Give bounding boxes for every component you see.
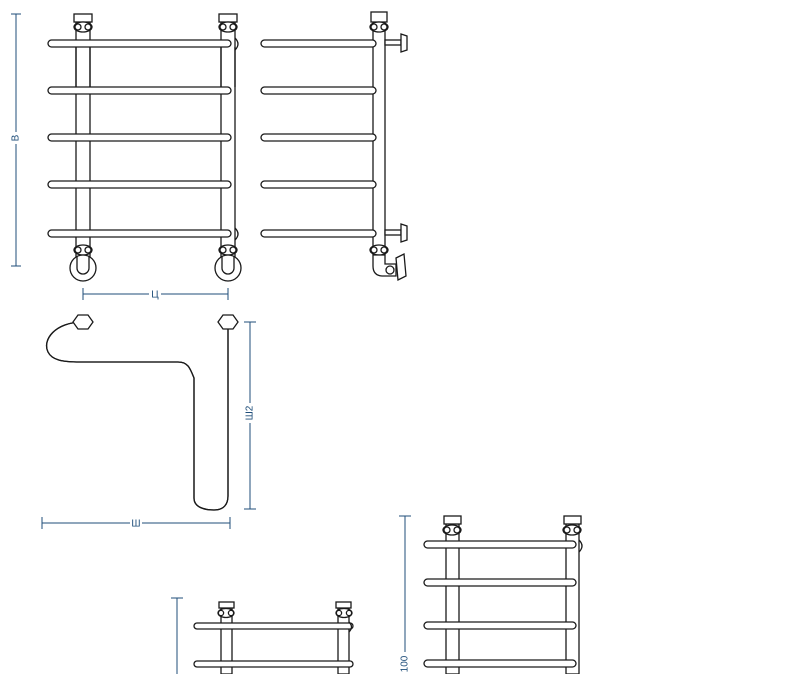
side-top-cap: [370, 11, 388, 23]
rung-4: [47, 180, 232, 189]
rungs: [47, 39, 232, 238]
left-hex-nut: [72, 314, 94, 330]
side-rung-4: [260, 180, 377, 189]
side-rung-5: [260, 229, 377, 238]
dimension-width2: Ш2: [244, 321, 256, 510]
bottom-height-label: 100: [400, 655, 411, 672]
dimension-center-distance: Ц: [82, 288, 229, 301]
partial-view-small: [171, 597, 354, 674]
dimension-height: В: [10, 13, 22, 267]
side-rung-1: [260, 39, 377, 48]
side-connection-elbow: [372, 252, 407, 282]
right-top-cap: [218, 13, 238, 23]
left-connection: [69, 254, 97, 282]
wall-mount-bottom: [384, 223, 408, 243]
partial-view-large: 100: [399, 515, 583, 674]
right-bottom-nut: [218, 244, 238, 256]
side-view: [260, 11, 408, 282]
side-top-nut: [369, 21, 389, 33]
right-bracket-top: [234, 37, 239, 51]
top-view: [45, 314, 239, 511]
side-rung-3: [260, 133, 377, 142]
height-label: В: [11, 134, 22, 141]
rung-3: [47, 133, 232, 142]
side-rung-2: [260, 86, 377, 95]
right-hex-nut: [217, 314, 239, 330]
width-label: Ш: [131, 519, 140, 530]
left-bottom-nut: [73, 244, 93, 256]
right-bracket-bottom: [234, 227, 239, 241]
center-distance-label: Ц: [151, 290, 159, 301]
left-top-cap: [73, 13, 93, 23]
side-bottom-nut: [369, 244, 389, 256]
left-top-nut: [73, 21, 93, 33]
width2-label: Ш2: [245, 405, 256, 420]
right-top-nut: [218, 21, 238, 33]
rung-5: [47, 229, 232, 238]
dimension-width: Ш: [41, 517, 231, 530]
rung-1: [47, 39, 232, 48]
rung-2: [47, 86, 232, 95]
right-connection: [214, 254, 242, 282]
front-view: [47, 13, 242, 282]
wall-mount-top: [384, 33, 408, 53]
